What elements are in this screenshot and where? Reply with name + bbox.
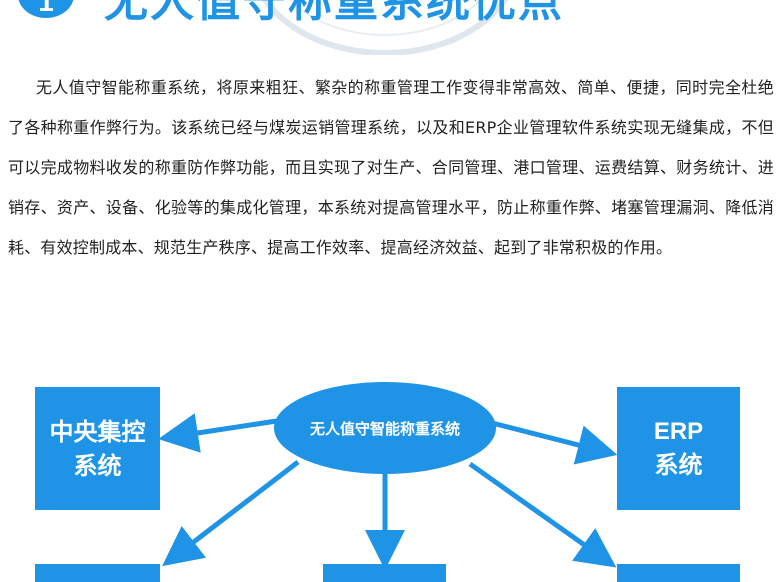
arrow-icon bbox=[468, 461, 617, 568]
node-bottom-middle bbox=[323, 564, 446, 582]
section-title: 无人值守称重系统优点 bbox=[104, 0, 564, 27]
hub-ellipse: 无人值守智能称重系统 bbox=[274, 382, 496, 474]
node-central-control-label: 中央集控 系统 bbox=[49, 417, 146, 480]
arrow-icon bbox=[162, 460, 300, 567]
arrow-icon bbox=[158, 413, 284, 453]
node-erp-label: ERP 系统 bbox=[653, 417, 704, 479]
node-bottom-right bbox=[617, 564, 740, 582]
arrow-icon bbox=[487, 419, 618, 465]
description-paragraph: 无人值守智能称重系统，将原来粗狂、繁杂的称重管理工作变得非常高效、简单、便捷，同… bbox=[8, 78, 774, 257]
node-central-control: 中央集控 系统 bbox=[35, 387, 160, 510]
section-number-badge: 1 bbox=[18, 0, 74, 18]
system-integration-diagram: 无人值守智能称重系统 中央集控 系统 ERP 系统 bbox=[0, 370, 777, 582]
hub-label: 无人值守智能称重系统 bbox=[309, 419, 460, 438]
diagram-arrows bbox=[158, 413, 618, 570]
node-bottom-left bbox=[35, 564, 160, 582]
node-erp: ERP 系统 bbox=[617, 387, 740, 510]
